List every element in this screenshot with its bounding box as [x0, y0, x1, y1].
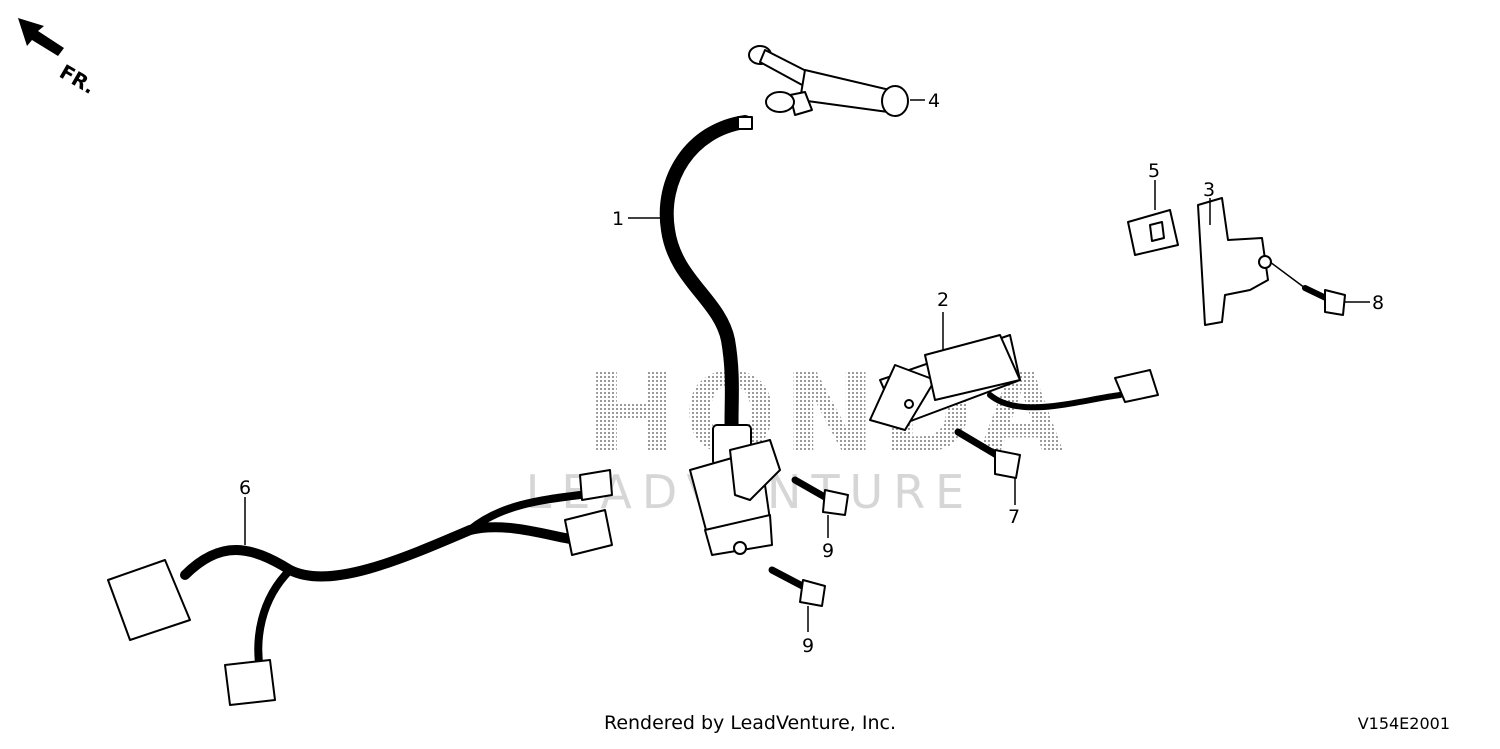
callout-1: 1	[612, 208, 624, 230]
exciter-coil[interactable]	[869, 334, 1159, 431]
cushion[interactable]	[1127, 209, 1179, 256]
callout-6: 6	[239, 477, 251, 499]
bolt-9-lower[interactable]	[768, 566, 826, 607]
callout-labels: 1 2 3 4 5 6 7 8 9 9	[239, 90, 1384, 657]
direction-label: FR.	[56, 60, 100, 99]
bolt-9-upper[interactable]	[791, 476, 849, 516]
callout-7: 7	[1008, 506, 1020, 528]
callout-9-upper: 9	[822, 540, 834, 562]
spark-plug-cap[interactable]	[748, 45, 909, 117]
diagram-code: V154E2001	[1357, 714, 1450, 733]
callout-8: 8	[1372, 292, 1384, 314]
bolt-8[interactable]	[1302, 285, 1346, 316]
bolt-7[interactable]	[954, 428, 1021, 479]
callout-2: 2	[937, 289, 949, 311]
leader-lines	[244, 99, 1370, 632]
wire-harness[interactable]	[107, 469, 613, 706]
callout-3: 3	[1203, 179, 1215, 201]
callout-5: 5	[1148, 160, 1160, 182]
rendered-by-credit: Rendered by LeadVenture, Inc.	[603, 712, 897, 734]
callout-9-lower: 9	[802, 635, 814, 657]
front-arrow-icon: FR.	[18, 18, 100, 99]
ignition-coil[interactable]	[659, 115, 781, 556]
callout-4: 4	[928, 90, 940, 112]
bracket[interactable]	[1197, 197, 1272, 326]
